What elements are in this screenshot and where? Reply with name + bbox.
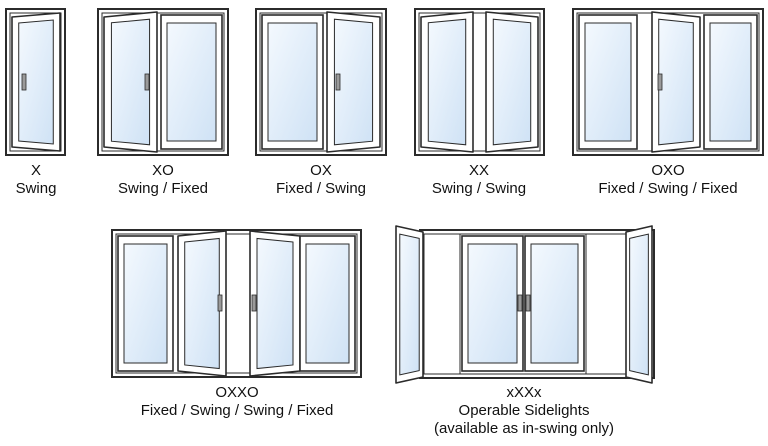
door-code: XO [152, 162, 174, 179]
panel-glass [658, 18, 694, 146]
door-handle [144, 73, 150, 91]
door-oxxo [111, 229, 362, 378]
door-note: (available as in-swing only) [433, 420, 615, 437]
panel-glass [184, 237, 220, 370]
door-handle [21, 73, 27, 91]
door-xo [97, 8, 229, 156]
inner-frame [101, 12, 225, 152]
panel-glass [333, 18, 374, 146]
panel-glass [166, 22, 217, 142]
door-handle [657, 73, 663, 91]
panel-glass [399, 233, 420, 376]
panel-glass [305, 243, 350, 364]
door-code: X [30, 162, 42, 179]
door-label-oxxo: OXXO Fixed / Swing / Swing / Fixed [141, 384, 334, 420]
panel-glass [18, 19, 54, 145]
panel-glass [709, 22, 752, 142]
door-label-oxo: OXO Fixed / Swing / Fixed [598, 162, 737, 198]
inner-frame [115, 233, 358, 374]
door-description: Swing / Swing [431, 180, 527, 197]
door-description: Swing [15, 180, 57, 197]
door-xxxx [395, 225, 655, 384]
door-xx [414, 8, 545, 156]
inner-frame [259, 12, 383, 152]
door-label-x: X Swing [16, 162, 57, 198]
door-handle [335, 73, 341, 91]
door-description: Fixed / Swing / Fixed [598, 180, 738, 197]
door-ox [255, 8, 387, 156]
door-x [5, 8, 66, 156]
door-description: Fixed / Swing [275, 180, 367, 197]
door-handle [525, 294, 531, 312]
door-code: OX [310, 162, 332, 179]
door-code: xXXx [506, 384, 542, 401]
door-oxo [572, 8, 764, 156]
door-label-xxxx: xXXx Operable Sidelights (available as i… [434, 384, 614, 438]
door-handle [517, 294, 523, 312]
panel-glass [123, 243, 168, 364]
door-code: OXXO [215, 384, 259, 401]
door-description: Fixed / Swing / Swing / Fixed [140, 402, 334, 419]
door-description: Swing / Fixed [117, 180, 209, 197]
door-label-ox: OX Fixed / Swing [276, 162, 366, 198]
door-description: Operable Sidelights [458, 402, 590, 419]
panel-glass [584, 22, 632, 142]
panel-glass [530, 243, 579, 364]
door-code: OXO [651, 162, 685, 179]
panel-glass [629, 233, 649, 376]
door-code: XX [468, 162, 489, 179]
door-label-xx: XX Swing / Swing [432, 162, 526, 198]
panel-glass [467, 243, 518, 364]
panel-glass [427, 18, 467, 146]
inner-frame [9, 12, 62, 152]
door-handle [251, 294, 257, 312]
door-label-xo: XO Swing / Fixed [118, 162, 208, 198]
panel-glass [256, 237, 294, 370]
panel-glass [267, 22, 318, 142]
door-handle [217, 294, 223, 312]
panel-glass [110, 18, 151, 146]
inner-frame [418, 12, 541, 152]
panel-glass [492, 18, 532, 146]
